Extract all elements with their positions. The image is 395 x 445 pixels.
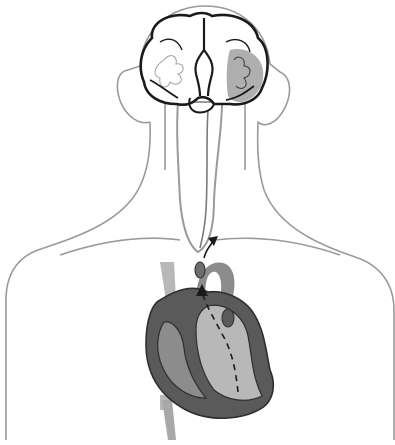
brain-icon: [141, 13, 268, 113]
left-atrium-clot: [222, 309, 234, 327]
carotid-artery: [177, 102, 222, 252]
